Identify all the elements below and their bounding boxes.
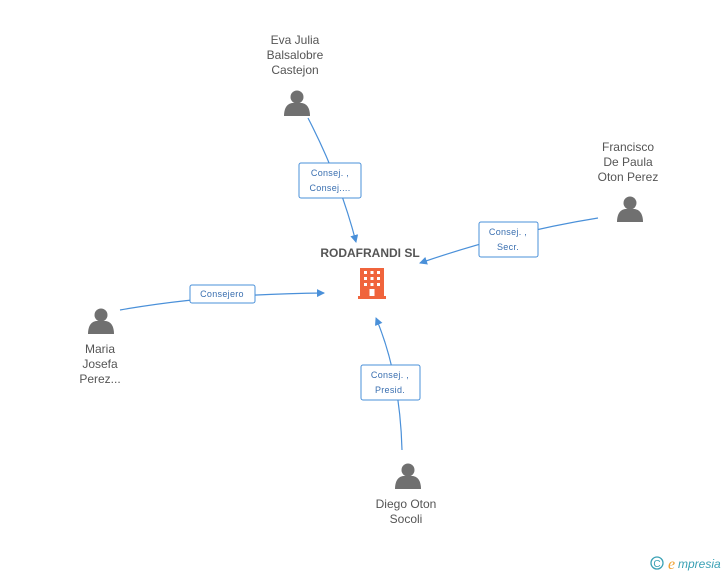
person-icon (395, 463, 421, 489)
edge-label-line: Consejero (200, 289, 244, 299)
brand-name: mpresia (678, 557, 721, 571)
edge-label-line: Consej. , (311, 168, 349, 178)
edge-label-line: Consej.... (309, 183, 350, 193)
person-name-line: Balsalobre (267, 48, 324, 62)
edge-label-diego[interactable]: Consej. , Presid. (360, 364, 421, 401)
edge-label-eva[interactable]: Consej. , Consej.... (298, 162, 362, 199)
person-node-maria[interactable]: Maria Josefa Perez... (79, 308, 121, 387)
person-name-line: Francisco (602, 140, 654, 154)
person-name-line: Josefa (82, 357, 118, 371)
person-node-eva[interactable]: Eva Julia Balsalobre Castejon (267, 33, 324, 116)
person-name-line: Eva Julia (271, 33, 320, 47)
person-node-diego[interactable]: Diego Oton Socoli (376, 463, 437, 527)
edge-label-line: Presid. (375, 385, 405, 395)
company-node[interactable]: RODAFRANDI SL (320, 246, 420, 299)
company-name: RODAFRANDI SL (320, 246, 419, 260)
copyright-icon (650, 556, 664, 570)
person-name-line: Socoli (390, 512, 423, 526)
person-icon (284, 90, 310, 116)
person-name-line: Oton Perez (598, 170, 659, 184)
edge-label-francisco[interactable]: Consej. , Secr. (478, 221, 539, 258)
brand-initial: e (668, 556, 675, 573)
edge-label-maria[interactable]: Consejero (189, 284, 256, 304)
copyright-symbol: C (653, 559, 660, 570)
person-name-line: Castejon (271, 63, 318, 77)
building-icon (358, 268, 386, 299)
person-name-line: Perez... (79, 372, 120, 386)
edge-label-line: Consej. , (371, 370, 409, 380)
person-name-line: Maria (85, 342, 115, 356)
person-name-line: De Paula (603, 155, 653, 169)
brand-footer: C e mpresia (650, 556, 721, 573)
edge-label-line: Consej. , (489, 227, 527, 237)
person-node-francisco[interactable]: Francisco De Paula Oton Perez (598, 140, 659, 222)
person-name-line: Diego Oton (376, 497, 437, 511)
edge-label-line: Secr. (497, 242, 519, 252)
person-icon (617, 196, 643, 222)
person-icon (88, 308, 114, 334)
